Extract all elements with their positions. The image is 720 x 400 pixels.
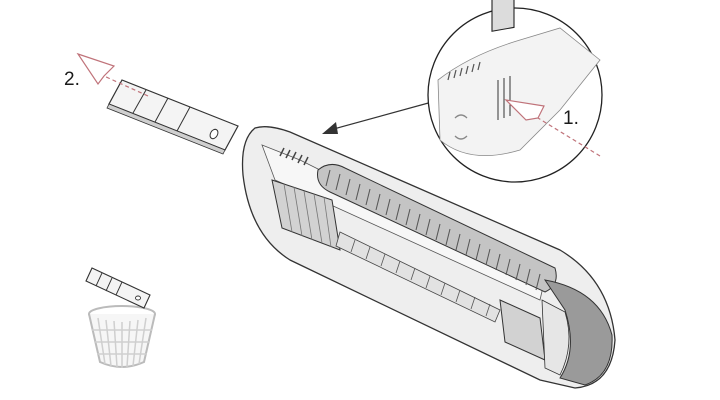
- arrow-step-2: [76, 52, 149, 97]
- arrow-step-1: [504, 99, 601, 157]
- waste-basket: [85, 267, 156, 368]
- callout-arrow: [322, 101, 433, 134]
- utility-knife: [241, 126, 616, 389]
- ejected-blade: [106, 79, 239, 155]
- step-2-label: 2.: [64, 69, 80, 90]
- step-1-label: 1.: [563, 108, 579, 129]
- magnifier-callout: [427, 0, 603, 183]
- discarded-blade: [85, 267, 151, 309]
